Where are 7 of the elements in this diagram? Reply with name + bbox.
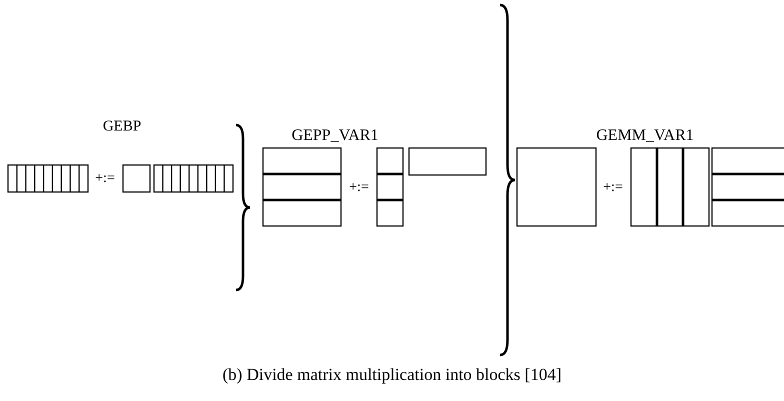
- algorithm-label: GEBP: [102, 120, 142, 134]
- caption: (b) Divide matrix multiplication into blocks [104]: [222, 364, 562, 386]
- operator-label: +:=: [603, 181, 623, 195]
- operator-label: +:=: [349, 181, 369, 195]
- operator-label: +:=: [95, 172, 115, 186]
- algorithm-label: GEPP_VAR1: [292, 128, 378, 144]
- algorithm-label: GEMM_VAR1: [596, 128, 694, 144]
